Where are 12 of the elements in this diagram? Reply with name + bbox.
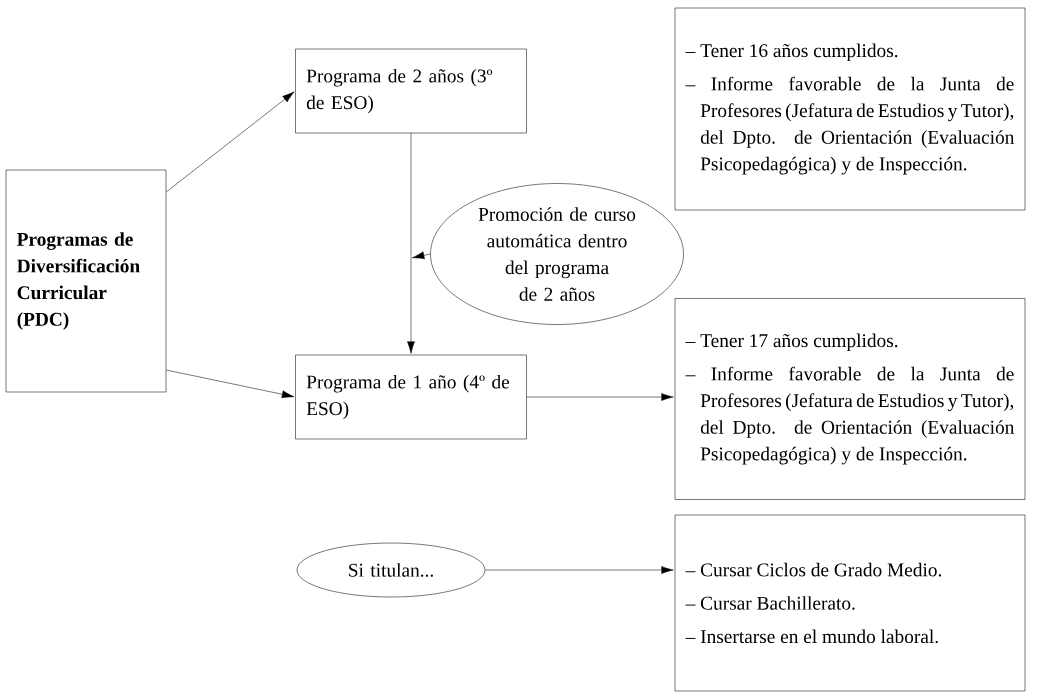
requirements-box: – Tener 16 años cumplidos. – Informe favorable de la Junta de Profesores (Jefatura de Estudios y Tutor), del Dpto. de Orientación (Evaluación Psicopedagógica) y de Inspección. xyxy=(674,7,1026,211)
arrow xyxy=(166,369,295,399)
process-box: Programa de 1 año (4º de ESO) xyxy=(295,354,527,440)
requirements-box: – Tener 17 años cumplidos. – Informe favorable de la Junta de Profesores (Jefatura de Estudios y Tutor), del Dpto. de Orientación (Evaluación Psicopedagógica) y de Inspección. xyxy=(674,298,1026,500)
arrow xyxy=(526,393,674,401)
process-box: Programa de 2 años (3º de ESO) xyxy=(295,48,527,134)
arrow xyxy=(485,566,674,574)
arrow xyxy=(412,251,431,260)
arrow xyxy=(166,91,295,193)
requirements-box: – Cursar Ciclos de Grado Medio. – Cursar Bachillerato. – Insertarse en el mundo laboral. xyxy=(674,514,1026,692)
arrow xyxy=(407,133,415,354)
process-box: Programas de Diversificación Curricular (PDC) xyxy=(5,169,167,393)
